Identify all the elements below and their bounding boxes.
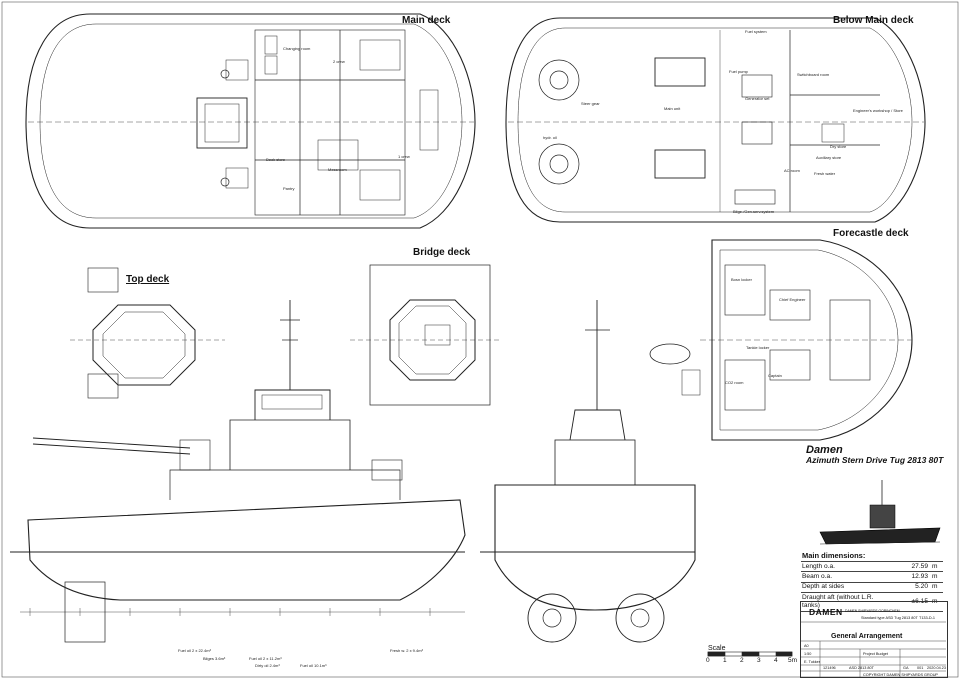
sheet-number: 001 bbox=[917, 666, 924, 670]
room-label: Fuel system bbox=[745, 29, 767, 34]
dimension-label: Depth at sides bbox=[801, 581, 893, 593]
main-dimensions-heading: Main dimensions: bbox=[802, 551, 866, 560]
room-label: hydr. oil bbox=[543, 135, 557, 140]
drawing-title: General Arrangement bbox=[831, 633, 903, 640]
dimension-unit: m bbox=[929, 581, 943, 593]
logo-subtitle: DAMEN SHIPYARDS GORINCHEM bbox=[845, 609, 900, 613]
copyright: COPYRIGHT DAMEN SHIPYARDS GROUP bbox=[863, 673, 938, 677]
title-block: DAMEN DAMEN SHIPYARDS GORINCHEM Standard… bbox=[800, 601, 948, 678]
dimension-value: 12.93 bbox=[893, 571, 929, 583]
room-label: Steer gear bbox=[581, 101, 600, 106]
scale-tick: 4 bbox=[774, 657, 778, 664]
vessel-model-title: Azimuth Stern Drive Tug 2813 80T bbox=[806, 455, 944, 465]
scale-tick: 5m bbox=[788, 657, 798, 664]
room-label: Dry store bbox=[830, 144, 847, 149]
ref-number: T133-D-1 bbox=[919, 616, 936, 620]
drawn-by: E. Tukker bbox=[804, 660, 821, 664]
room-label: CO2 room bbox=[725, 380, 744, 385]
drawing-number: 121496 bbox=[823, 666, 836, 670]
room-label: Engineer's workshop / Store bbox=[853, 108, 903, 113]
room-label: AC room bbox=[784, 168, 800, 173]
scale-value: 1:50 bbox=[804, 652, 812, 656]
standard-type: Standard type ASD Tug 2813 80T bbox=[861, 616, 918, 620]
room-label: Fresh water bbox=[814, 171, 836, 176]
drawing-description: ASD 2813 80T bbox=[849, 666, 874, 670]
room-label: Chief Engineer bbox=[779, 297, 806, 302]
tank-label: Fuel oil 2 x 11.2m³ bbox=[249, 656, 282, 661]
dimension-row: Beam o.a. 12.93 m bbox=[801, 571, 943, 583]
format-value: A0 bbox=[804, 644, 809, 648]
room-label: Fuel pump bbox=[729, 69, 748, 74]
room-label: Generator set bbox=[745, 96, 770, 101]
scale-bar bbox=[707, 651, 793, 657]
bridge-deck-plan bbox=[350, 264, 500, 406]
tank-label: Fuel oil 10.1m³ bbox=[300, 663, 327, 668]
scale-tick: 2 bbox=[740, 657, 744, 664]
dimension-row: Length o.a. 27.59 m bbox=[801, 560, 943, 572]
room-label: 2 crew bbox=[333, 59, 345, 64]
dimension-unit: m bbox=[929, 560, 943, 572]
room-label: Pantry bbox=[283, 186, 295, 191]
scale-tick: 0 bbox=[706, 657, 710, 664]
view-label-bridge-deck: Bridge deck bbox=[413, 247, 471, 258]
room-label: Bosn locker bbox=[731, 277, 752, 282]
dimension-label: Beam o.a. bbox=[801, 571, 893, 583]
tank-label: Fuel oil 2 x 22.4m³ bbox=[178, 648, 211, 653]
scale-tick: 1 bbox=[723, 657, 727, 664]
room-label: 1 crew bbox=[398, 154, 410, 159]
scale-tick: 3 bbox=[757, 657, 761, 664]
view-label-forecastle-deck: Forecastle deck bbox=[833, 228, 909, 239]
tug-illustration bbox=[819, 480, 941, 545]
forecastle-deck-plan bbox=[649, 239, 913, 441]
room-label: Switchboard room bbox=[797, 72, 830, 77]
scale-label: Scale bbox=[708, 645, 726, 652]
main-deck-plan bbox=[25, 13, 476, 229]
tank-label: Fresh w. 2 x 9.4m³ bbox=[390, 648, 423, 653]
top-deck-plan bbox=[70, 267, 225, 399]
brand-title: Damen bbox=[806, 444, 843, 456]
dimension-value: 27.59 bbox=[893, 560, 929, 572]
dimension-unit: m bbox=[929, 571, 943, 583]
drawing-date: 2020.04.23 bbox=[927, 666, 947, 670]
room-label: Bilge-/Gen.serv.system bbox=[733, 209, 775, 214]
room-label: Captain bbox=[768, 373, 782, 378]
project-name: Project Budget bbox=[863, 652, 888, 656]
view-label-main-deck: Main deck bbox=[402, 15, 451, 26]
view-label-below-main-deck: Below Main deck bbox=[833, 15, 914, 26]
dimension-label: Length o.a. bbox=[801, 560, 893, 572]
dimension-value: 5.20 bbox=[893, 581, 929, 593]
side-elevation bbox=[10, 300, 466, 643]
view-label-top-deck: Top deck bbox=[126, 274, 170, 285]
drawing-code: GA bbox=[903, 666, 909, 670]
below-main-deck-plan bbox=[505, 17, 926, 223]
tank-label: Dirty oil 2.4m³ bbox=[255, 663, 280, 668]
room-label: Auxiliary store bbox=[816, 155, 842, 160]
tank-label: Bilges 3.6m³ bbox=[203, 656, 226, 661]
room-label: Main unit bbox=[664, 106, 681, 111]
room-label: Messroom bbox=[328, 167, 347, 172]
front-section-view bbox=[480, 300, 696, 643]
room-label: Tankie locker bbox=[746, 345, 770, 350]
room-label: Deck store bbox=[266, 157, 286, 162]
dimension-row: Depth at sides 5.20 m bbox=[801, 581, 943, 593]
damen-logo: DAMEN bbox=[809, 607, 843, 617]
room-label: Changing room bbox=[283, 46, 311, 51]
